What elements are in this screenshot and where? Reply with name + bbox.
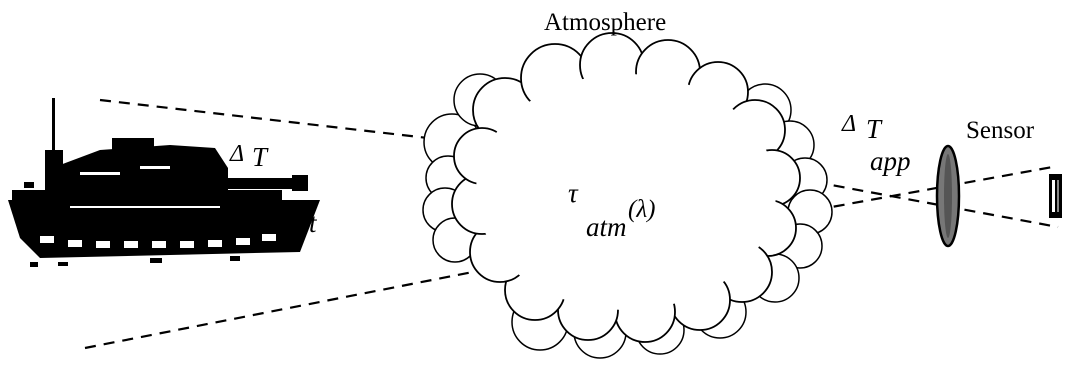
apparent-temperature-variable: T [866, 114, 882, 144]
target-temperature-variable: T [252, 142, 268, 172]
target-delta-symbol: Δ [230, 141, 245, 167]
target-ray-lines [84, 98, 484, 350]
apparent-delta-symbol: Δ [842, 111, 857, 137]
lower-target-ray [84, 268, 484, 350]
cloud-icon [451, 32, 801, 343]
lens-icon [935, 144, 961, 248]
wavelength-argument: (λ) [628, 196, 656, 223]
upper-target-ray [99, 98, 446, 142]
atmosphere-subscript: atm [586, 212, 627, 242]
target-subscript: tgt [288, 208, 317, 238]
transmittance-symbol: τ [568, 178, 578, 208]
tank-icon [8, 98, 320, 267]
detector-icon [1049, 174, 1062, 218]
apparent-subscript: app [870, 146, 911, 176]
sensor-label: Sensor [966, 117, 1035, 144]
atmosphere-label: Atmosphere [544, 9, 667, 36]
